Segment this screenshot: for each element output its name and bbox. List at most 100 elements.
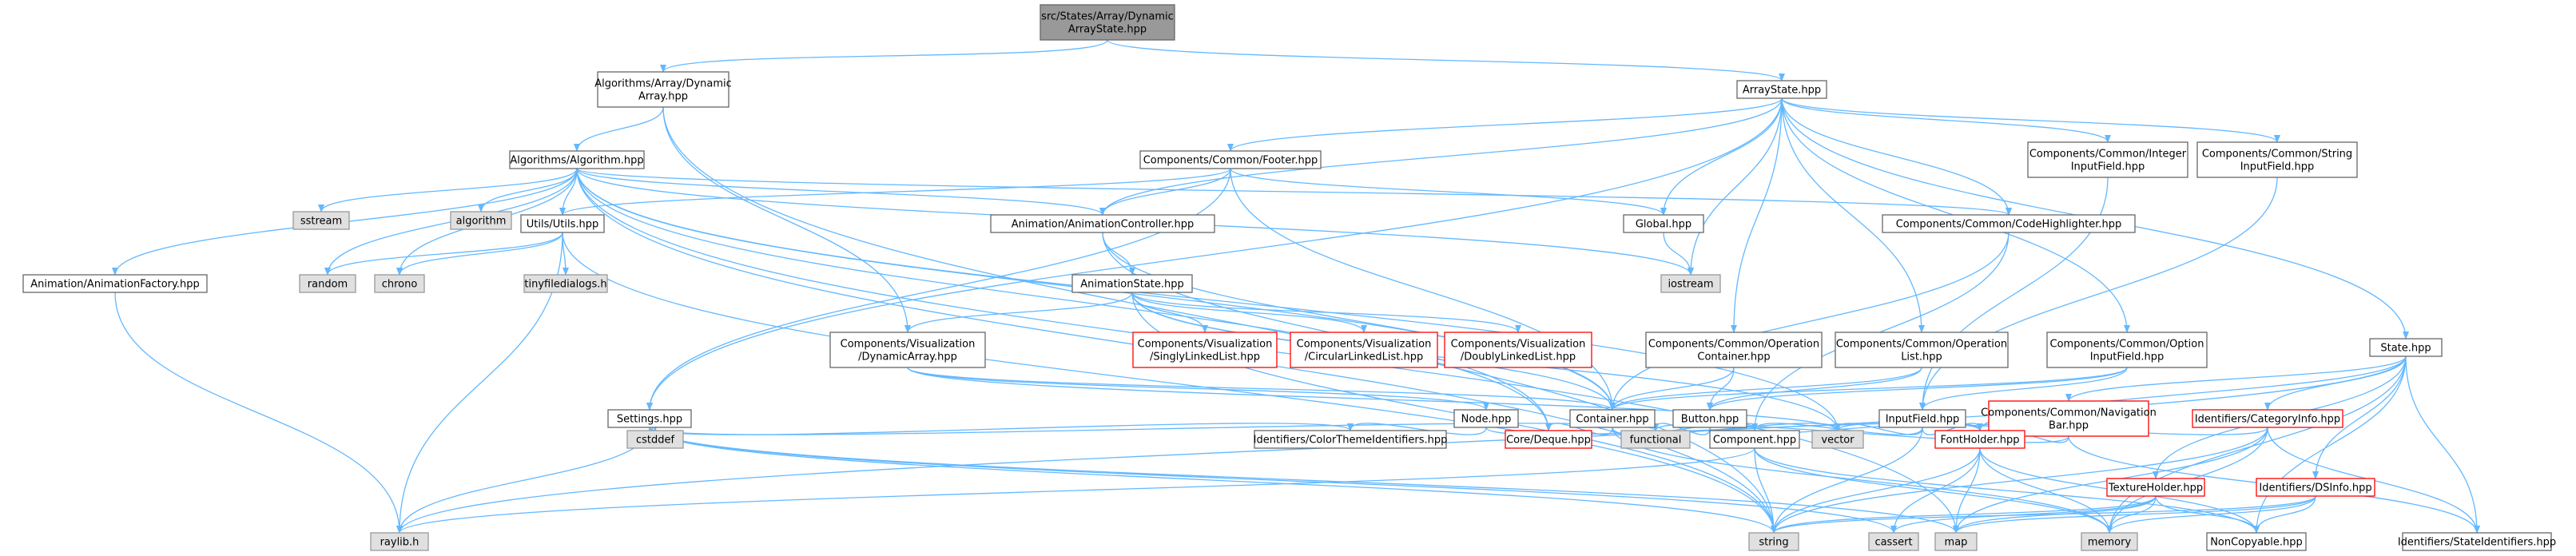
edge-fontholder-to-string	[1771, 447, 1981, 534]
node-label-line: Components/Visualization	[1297, 339, 1432, 351]
node-label-line: tinyfiledialogs.h	[524, 279, 606, 291]
node-box	[1071, 274, 1193, 293]
node-label-line: Container.hpp	[1576, 414, 1648, 426]
node-stateids[interactable]: Identifiers/StateIdentifiers.hpp	[2398, 532, 2556, 551]
node-label-line: chrono	[382, 279, 418, 291]
node-label-line: Identifiers/ColorThemeIdentifiers.hpp	[1254, 435, 1448, 447]
node-global[interactable]: Global.hpp	[1623, 214, 1704, 233]
node-component[interactable]: Component.hpp	[1709, 430, 1800, 449]
edge-arraystate-to-iostream	[1688, 97, 1783, 276]
node-label-line: State.hpp	[2380, 343, 2431, 355]
edge-settings-to-colortheme	[649, 423, 1354, 435]
node-cstddef: cstddef	[626, 430, 684, 449]
node-label-line: Core/Deque.hpp	[1506, 435, 1591, 447]
edge-settings-to-raylib	[396, 427, 650, 534]
node-box	[829, 332, 986, 368]
node-box	[22, 274, 208, 293]
node-settings[interactable]: Settings.hpp	[607, 409, 692, 428]
node-arraystate[interactable]: ArrayState.hpp	[1736, 80, 1827, 99]
node-label-line: AnimationState.hpp	[1080, 279, 1184, 291]
node-codehl[interactable]: Components/Common/CodeHighlighter.hpp	[1882, 214, 2136, 233]
edge-container-to-deque	[1545, 423, 1613, 435]
edge-algorithm_hpp-to-sstream	[318, 168, 578, 212]
node-algorithm-hpp[interactable]: Algorithms/Algorithm.hpp	[509, 150, 645, 169]
node-box	[1569, 409, 1656, 428]
edge-component-to-string	[1754, 447, 1777, 534]
node-label-line: Identifiers/DSInfo.hpp	[2259, 483, 2371, 494]
node-textureholder[interactable]: TextureHolder.hpp	[2106, 478, 2205, 497]
node-container[interactable]: Container.hpp	[1569, 409, 1656, 428]
node-algo-dynarray[interactable]: Algorithms/Array/DynamicArray.hpp	[594, 71, 732, 108]
node-anim-state[interactable]: AnimationState.hpp	[1071, 274, 1193, 293]
edge-algorithm_hpp-to-codehl	[576, 168, 2012, 216]
edge-anim_state-to-vis_dynarray	[904, 292, 1133, 333]
node-label-line: Components/Common/Operation	[1836, 339, 2007, 351]
edge-str_input-to-inputfield	[1919, 177, 2278, 411]
edge-textureholder-to-string	[1771, 495, 2157, 534]
node-colortheme[interactable]: Identifiers/ColorThemeIdentifiers.hpp	[1254, 430, 1448, 449]
node-anim-ctrl[interactable]: Animation/AnimationController.hpp	[990, 214, 1215, 233]
edge-utils-to-chrono	[396, 232, 563, 276]
node-state[interactable]: State.hpp	[2369, 338, 2443, 357]
node-deque[interactable]: Core/Deque.hpp	[1505, 430, 1592, 449]
node-box	[370, 532, 429, 551]
edge-opt_input-to-container	[1609, 367, 2128, 411]
edge-global-to-iostream	[1663, 232, 1694, 276]
node-box	[1290, 332, 1438, 368]
node-box	[597, 71, 729, 108]
node-dsinfo[interactable]: Identifiers/DSInfo.hpp	[2256, 478, 2375, 497]
node-noncopyable[interactable]: NonCopyable.hpp	[2206, 532, 2307, 551]
edge-anim_state-to-vis_dll	[1131, 292, 1521, 333]
node-footer[interactable]: Components/Common/Footer.hpp	[1139, 150, 1322, 169]
node-box	[1934, 430, 2025, 449]
node-vis-dll[interactable]: Components/Visualization/DoublyLinkedLis…	[1444, 332, 1592, 368]
node-label-line: NonCopyable.hpp	[2210, 537, 2303, 549]
node-label-line: raylib.h	[380, 537, 419, 549]
node-label-line: /CircularLinkedList.hpp	[1305, 351, 1423, 363]
node-box	[520, 214, 605, 233]
edge-op_list-to-button	[1707, 367, 1922, 411]
node-anim-factory[interactable]: Animation/AnimationFactory.hpp	[22, 274, 208, 293]
node-utils[interactable]: Utils/Utils.hpp	[520, 214, 605, 233]
edge-algorithm_hpp-to-anim_ctrl	[576, 168, 1106, 216]
node-label-line: sstream	[300, 216, 342, 228]
edge-footer-to-anim_ctrl	[1099, 168, 1231, 216]
edge-component-to-noncopyable	[1754, 447, 2260, 534]
node-button[interactable]: Button.hpp	[1672, 409, 1747, 428]
edge-algo_dynarray-to-string	[662, 106, 1777, 534]
node-node[interactable]: Node.hpp	[1453, 409, 1519, 428]
node-label-line: functional	[1630, 435, 1682, 447]
node-label-line: TextureHolder.hpp	[2108, 483, 2203, 494]
node-box	[990, 214, 1215, 233]
node-fontholder[interactable]: FontHolder.hpp	[1934, 430, 2025, 449]
node-label-line: Node.hpp	[1461, 414, 1512, 426]
edge-root-to-algo_dynarray	[660, 39, 1108, 73]
node-label-line: Utils/Utils.hpp	[527, 219, 598, 231]
edge-catinfo-to-string	[1771, 427, 2268, 534]
edge-root-to-arraystate	[1107, 39, 1785, 81]
edge-arraystate-to-op_list	[1781, 97, 1925, 333]
node-inputfield[interactable]: InputField.hpp	[1878, 409, 1966, 428]
node-vis-cll[interactable]: Components/Visualization/CircularLinkedL…	[1290, 332, 1438, 368]
node-label-line: Algorithms/Algorithm.hpp	[510, 155, 643, 167]
node-catinfo[interactable]: Identifiers/CategoryInfo.hpp	[2192, 409, 2343, 428]
node-label-line: vector	[1821, 435, 1854, 447]
edge-anim_factory-to-raylib	[114, 292, 403, 534]
edge-component-to-raylib	[396, 447, 1755, 534]
node-label-line: Components/Common/Option	[2050, 339, 2204, 351]
edge-utils-to-random	[324, 232, 563, 276]
node-label-line: Component.hpp	[1713, 435, 1796, 447]
node-vis-sll[interactable]: Components/Visualization/SinglyLinkedLis…	[1132, 332, 1278, 368]
node-sstream: sstream	[292, 211, 350, 230]
node-vis-dynarray[interactable]: Components/Visualization/DynamicArray.hp…	[829, 332, 986, 368]
edge-fontholder-to-map	[1953, 447, 1981, 534]
edge-algo_dynarray-to-vis_dynarray	[662, 106, 911, 333]
node-label-line: Components/Common/Integer	[2029, 149, 2187, 161]
edge-arraystate-to-str_input	[1781, 97, 2280, 143]
